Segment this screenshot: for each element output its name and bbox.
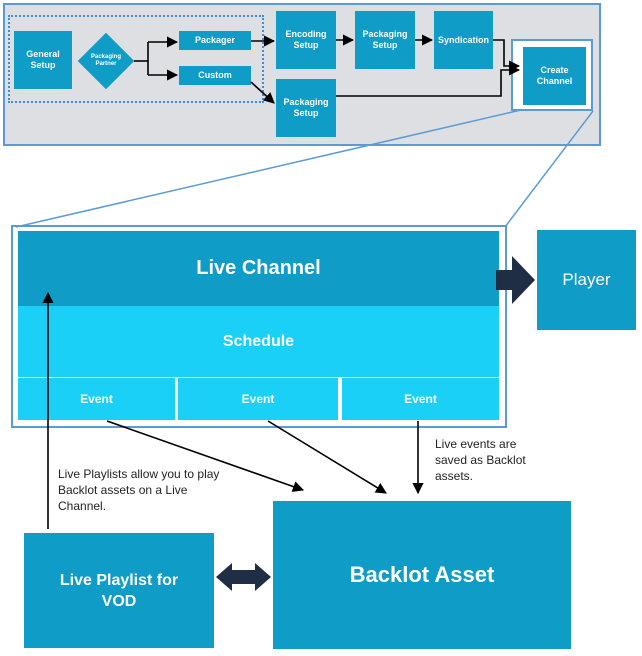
syndication-node[interactable]: Syndication	[434, 11, 493, 69]
live-playlists-note: Live Playlists allow you to play Backlot…	[58, 467, 220, 513]
schedule-block[interactable]: Schedule	[18, 306, 499, 377]
packaging-setup-bottom-node[interactable]: Packaging Setup	[276, 79, 336, 137]
arrow	[250, 81, 275, 104]
zoom-line-right	[504, 110, 594, 228]
syndication-label: Syndication	[437, 34, 489, 45]
arrow	[336, 64, 521, 97]
custom-node[interactable]: Custom	[179, 66, 251, 85]
player-node[interactable]: Player	[537, 230, 636, 330]
bidirectional-arrow	[216, 563, 271, 591]
packaging-partner-node[interactable]: Packaging Partner	[77, 32, 135, 90]
event-label: Event	[404, 392, 437, 406]
live-channel-block[interactable]: Live Channel	[18, 231, 499, 306]
custom-label: Custom	[198, 70, 232, 80]
arrow	[493, 39, 521, 72]
event-block-1[interactable]: Event	[18, 378, 175, 420]
event-label: Event	[80, 392, 113, 406]
player-label: Player	[562, 270, 611, 289]
arrow	[267, 420, 387, 494]
packaging-partner-label: Packaging Partner	[90, 54, 121, 67]
packager-node[interactable]: Packager	[179, 31, 251, 50]
packaging-setup-top-node[interactable]: Packaging Setup	[355, 11, 415, 69]
live-playlist-label: Live Playlist for VOD	[59, 571, 179, 610]
event-block-2[interactable]: Event	[178, 378, 338, 420]
backlot-asset-label: Backlot Asset	[349, 562, 495, 587]
zoom-line-left	[15, 109, 522, 228]
live-events-note: Live events are saved as Backlot assets.	[435, 437, 526, 483]
encoding-setup-node[interactable]: Encoding Setup	[276, 11, 336, 69]
live-playlist-node[interactable]: Live Playlist for VOD	[24, 533, 214, 648]
setup-group-outline	[8, 15, 264, 103]
event-label: Event	[241, 392, 275, 406]
encoding-setup-label: Encoding Setup	[285, 29, 327, 50]
general-setup-node[interactable]: General Setup	[14, 31, 72, 89]
backlot-asset-node[interactable]: Backlot Asset	[273, 501, 571, 649]
packager-label: Packager	[194, 35, 236, 45]
schedule-label: Schedule	[222, 332, 295, 350]
player-arrow	[496, 256, 535, 304]
general-setup-label: General Setup	[26, 49, 60, 70]
live-channel-label: Live Channel	[196, 257, 321, 279]
create-channel-node[interactable]: Create Channel	[523, 47, 586, 105]
create-channel-label: Create Channel	[536, 65, 573, 86]
event-block-3[interactable]: Event	[342, 378, 499, 420]
packaging-setup-bottom-label: Packaging Setup	[283, 97, 329, 118]
arrow	[106, 420, 305, 492]
packaging-setup-top-label: Packaging Setup	[362, 29, 408, 50]
